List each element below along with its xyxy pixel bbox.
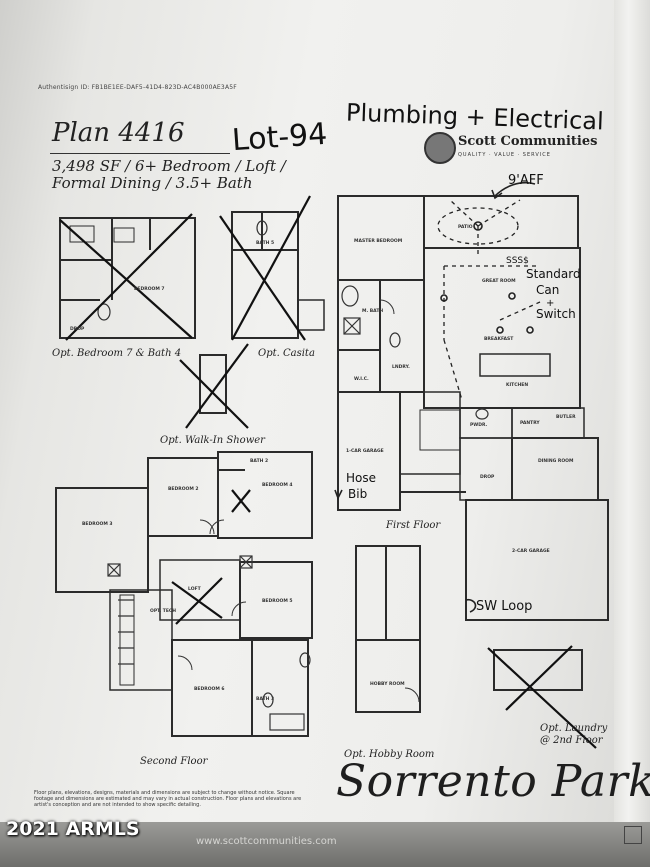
bath3-plan [251, 639, 309, 737]
room-bath5: BATH 5 [256, 240, 274, 246]
bedroom4-plan [217, 451, 313, 539]
standard-can-note-3: + [546, 298, 554, 309]
specs-line-1: 3,498 SF / 6+ Bedroom / Loft / [52, 157, 286, 175]
room-great-room: GREAT ROOM [482, 278, 516, 284]
room-drop-opt: DROP [70, 326, 85, 332]
room-butler: BUTLER [556, 414, 576, 420]
ceiling-height-note: 9'AFF [508, 173, 544, 188]
disclaimer-text: Floor plans, elevations, designs, materi… [34, 790, 302, 808]
patio-plan [423, 195, 579, 249]
plan-specs: 3,498 SF / 6+ Bedroom / Loft / Formal Di… [52, 158, 286, 192]
specs-line-2: Formal Dining / 3.5+ Bath [52, 174, 253, 192]
standard-can-note-4: Switch [536, 307, 576, 321]
opt-laundry-x [487, 647, 597, 749]
bedroom2-plan [147, 457, 219, 537]
opt-bedroom7-plan [59, 217, 196, 339]
caption-opt-hobby: Opt. Hobby Room [344, 749, 434, 760]
room-patio: PATIO [458, 224, 473, 230]
room-bedroom6: BEDROOM 6 [194, 686, 225, 692]
equal-housing-icon [624, 826, 642, 844]
room-bedroom5: BEDROOM 5 [262, 598, 293, 604]
room-bath2: BATH 2 [250, 458, 268, 464]
bedroom3-plan [55, 487, 149, 593]
logo-emblem-icon [424, 132, 456, 164]
opt-casita-plan [231, 211, 299, 339]
room-hobby: HOBBY ROOM [370, 681, 405, 687]
caption-opt-walkin: Opt. Walk-In Shower [160, 435, 266, 446]
footer-bar [0, 822, 650, 867]
room-bath3: BATH 3 [256, 696, 274, 702]
caption-first-floor: First Floor [385, 520, 441, 531]
caption-opt-laundry-2: @ 2nd Floor [540, 735, 604, 746]
opt-laundry-plan [493, 649, 583, 691]
hose-bib-note-1: Hose [346, 471, 376, 485]
loft-plan [159, 559, 241, 621]
room-bedroom2: BEDROOM 2 [168, 486, 199, 492]
dining-room-plan [511, 437, 599, 501]
room-garage-2car: 2-CAR GARAGE [512, 548, 550, 554]
plan-title: Plan 4416 [52, 118, 185, 148]
garage-2car-plan [465, 499, 609, 621]
hose-bib-note-2: Bib [348, 487, 367, 501]
opt-walkin-x [179, 359, 249, 429]
room-pantry: PANTRY [520, 420, 540, 426]
room-bedroom3: BEDROOM 3 [82, 521, 113, 527]
website-url: www.scottcommunities.com [196, 836, 337, 847]
logo-name: Scott Communities [458, 134, 598, 149]
room-opt-tech: OPT. TECH [150, 608, 176, 614]
auth-id: Authentisign ID: FB1BE1EE-DAF5-41D4-823D… [38, 84, 237, 91]
opt-walkin-plan [199, 354, 227, 414]
title-rule [50, 153, 230, 154]
room-bedroom7: BEDROOM 7 [134, 286, 165, 292]
room-laundry: LNDRY. [392, 364, 410, 370]
community-name: Sorrento Park [336, 756, 650, 807]
room-master-bath: M. BATH [362, 308, 383, 314]
copyright-watermark: 2021 ARMLS [6, 818, 140, 840]
logo-tagline: QUALITY · VALUE · SERVICE [458, 152, 551, 158]
room-master-bedroom: MASTER BEDROOM [354, 238, 403, 244]
loft-x [171, 581, 223, 619]
caption-opt-casita: Opt. Casita [258, 348, 315, 359]
room-drop: DROP [480, 474, 495, 480]
room-breakfast: BREAKFAST [484, 336, 514, 342]
sw-loop-note: SW Loop [476, 599, 532, 614]
standard-can-note-1: Standard [526, 267, 581, 281]
opt-hobby-plan [355, 545, 421, 713]
opt-casita-x [219, 215, 306, 341]
room-powder: PWDR. [470, 422, 488, 428]
room-garage-1car: 1-CAR GARAGE [346, 448, 384, 454]
page-edge [614, 0, 650, 867]
room-dining: DINING ROOM [538, 458, 574, 464]
switch-symbols: SSS$ [506, 256, 529, 266]
standard-can-note-2: Can [536, 283, 559, 297]
room-bedroom4: BEDROOM 4 [262, 482, 293, 488]
room-master-wic: W.I.C. [354, 376, 369, 382]
caption-second-floor: Second Floor [140, 756, 209, 767]
caption-opt-bedroom7: Opt. Bedroom 7 & Bath 4 [52, 348, 181, 359]
room-kitchen: KITCHEN [506, 382, 528, 388]
room-loft: LOFT [188, 586, 202, 592]
caption-opt-laundry-1: Opt. Laundry [540, 723, 608, 734]
